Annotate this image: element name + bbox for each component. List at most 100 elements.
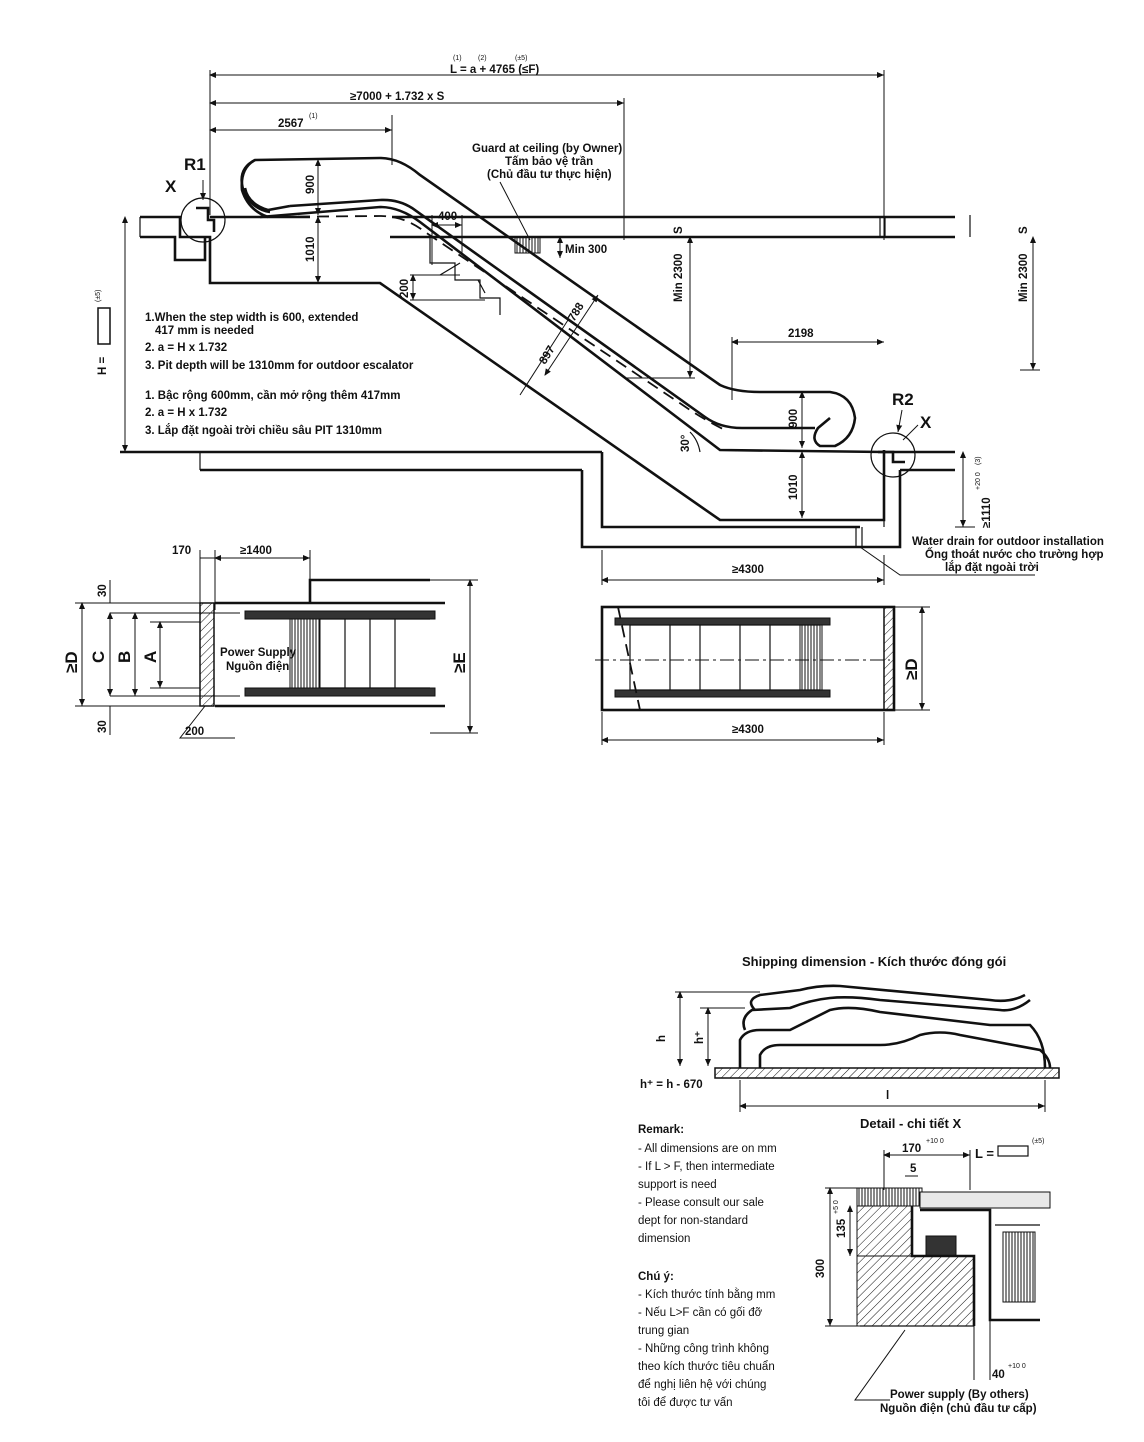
shipping-dimension: Shipping dimension - Kích thước đóng gói… bbox=[640, 954, 1060, 1112]
h-label: H = bbox=[97, 357, 109, 376]
remark-vi-7: tôi để được tư vấn bbox=[638, 1397, 733, 1409]
length-sup-2: (2) bbox=[478, 55, 487, 62]
h-sup: (±5) bbox=[95, 290, 102, 302]
r2-label: R2 bbox=[892, 390, 914, 409]
min-2300-label: Min 2300 bbox=[673, 253, 685, 302]
detail-power-vi: Nguồn điện (chủ đầu tư cấp) bbox=[880, 1403, 1037, 1415]
dim-b: B bbox=[115, 651, 134, 663]
remark-en-6: dimension bbox=[638, 1233, 690, 1245]
remark-en-4: - Please consult our sale bbox=[638, 1197, 764, 1209]
dim-30-top: 30 bbox=[97, 584, 109, 597]
power-supply-en: Power Supply bbox=[220, 647, 297, 659]
pit-tolerance: +20 0 bbox=[975, 472, 982, 490]
shipping-title: Shipping dimension - Kích thước đóng gói bbox=[742, 954, 1006, 969]
note-vi-2: 2. a = H x 1.732 bbox=[145, 407, 227, 419]
dim-788: 788 bbox=[566, 300, 587, 323]
detail-l-sup: (±5) bbox=[1032, 1138, 1044, 1145]
remark-title-vi: Chú ý: bbox=[638, 1271, 674, 1283]
water-drain-vi: Ống thoát nước cho trường hợp bbox=[925, 547, 1104, 561]
x-label-r2: X bbox=[920, 413, 932, 432]
overall-length-formula: L = a + 4765 (≤F) bbox=[450, 64, 539, 76]
dim-1010-upper: 1010 bbox=[305, 236, 317, 262]
detail-40: 40 bbox=[992, 1369, 1005, 1381]
note-vi-3: 3. Lắp đặt ngoài trời chiều sâu PIT 1310… bbox=[145, 424, 382, 437]
pit-length: ≥4300 bbox=[732, 564, 764, 576]
pit-depth: ≥1110 bbox=[981, 497, 993, 528]
detail-5: 5 bbox=[910, 1163, 917, 1175]
pit-sup: (3) bbox=[975, 456, 982, 465]
remark-block: Remark: - All dimensions are on mm - If … bbox=[638, 1124, 777, 1409]
upper-landing-length: 2567 bbox=[278, 118, 304, 130]
remark-vi-2: - Nếu L>F cần có gối đỡ bbox=[638, 1307, 763, 1319]
s-label: S bbox=[673, 226, 685, 234]
remark-en-3: support is need bbox=[638, 1179, 717, 1191]
detail-title: Detail - chi tiết X bbox=[860, 1116, 961, 1131]
elevation-view: L = a + 4765 (≤F) (1) (2) (±5) ≥7000 + 1… bbox=[95, 55, 1104, 585]
remark-en-5: dept for non-standard bbox=[638, 1215, 748, 1227]
dim-1010-lower: 1010 bbox=[788, 474, 800, 500]
r1-label: R1 bbox=[184, 155, 206, 174]
shipping-h: h bbox=[656, 1035, 668, 1042]
remark-vi-3: trung gian bbox=[638, 1325, 689, 1337]
dim-30-bottom: 30 bbox=[97, 720, 109, 733]
remark-en-2: - If L > F, then intermediate bbox=[638, 1161, 775, 1173]
detail-135-tol: +5 0 bbox=[833, 1200, 840, 1214]
detail-40-tol: +10 0 bbox=[1008, 1363, 1026, 1370]
s-label-right: S bbox=[1018, 226, 1030, 234]
dim-1400: ≥1400 bbox=[240, 545, 272, 557]
detail-300: 300 bbox=[815, 1259, 827, 1278]
water-drain-vi-2: lắp đặt ngoài trời bbox=[945, 561, 1039, 574]
dim-900-upper: 900 bbox=[305, 175, 317, 194]
dim-200-plan: 200 bbox=[185, 726, 204, 738]
remark-vi-4: - Những công trình không bbox=[638, 1343, 769, 1355]
dim-d-left: ≥D bbox=[62, 651, 81, 673]
remark-en-1: - All dimensions are on mm bbox=[638, 1143, 777, 1155]
note-en-1b: 417 mm is needed bbox=[155, 325, 254, 337]
power-supply-vi: Nguồn điện bbox=[226, 661, 289, 673]
dim-900-lower: 900 bbox=[788, 409, 800, 428]
detail-135: 135 bbox=[836, 1218, 848, 1238]
remark-title-en: Remark: bbox=[638, 1124, 684, 1136]
shipping-l: l bbox=[886, 1090, 889, 1102]
note-vi-1: 1. Bậc rộng 600mm, cần mở rộng thêm 417m… bbox=[145, 390, 401, 402]
dim-c: C bbox=[89, 651, 108, 663]
note-en-3: 3. Pit depth will be 1310mm for outdoor … bbox=[145, 360, 414, 372]
remark-vi-6: để nghị liên hệ với chúng bbox=[638, 1379, 766, 1391]
detail-power-en: Power supply (By others) bbox=[890, 1389, 1029, 1401]
dim-200: 200 bbox=[399, 279, 411, 298]
remark-vi-5: theo kích thước tiêu chuẩn bbox=[638, 1361, 775, 1373]
dim-400: 400 bbox=[438, 211, 457, 223]
dim-a: A bbox=[141, 651, 160, 663]
incline-angle: 30° bbox=[680, 434, 692, 452]
x-label-r1: X bbox=[165, 177, 177, 196]
note-en-2: 2. a = H x 1.732 bbox=[145, 342, 227, 354]
notes: 1.When the step width is 600, extended 4… bbox=[145, 312, 414, 437]
guard-label-vi-2: (Chủ đầu tư thực hiện) bbox=[487, 169, 612, 181]
detail-x: Detail - chi tiết X 170 +10 0 5 L = (±5)… bbox=[815, 1116, 1051, 1415]
min-2300-right: Min 2300 bbox=[1018, 253, 1030, 302]
length-sup-1: (1) bbox=[453, 55, 462, 62]
remark-vi-1: - Kích thước tính bằng mm bbox=[638, 1288, 775, 1301]
note-en-1: 1.When the step width is 600, extended bbox=[145, 312, 358, 324]
dim-2198: 2198 bbox=[788, 328, 814, 340]
min-300: Min 300 bbox=[565, 244, 607, 256]
length-sup-3: (±5) bbox=[515, 55, 527, 62]
plan-view-left: 170 ≥1400 Power Supply Nguồn điện ≥D C B… bbox=[62, 545, 478, 739]
detail-170: 170 bbox=[902, 1143, 921, 1155]
dim-897: 897 bbox=[537, 344, 557, 367]
dim-170: 170 bbox=[172, 545, 191, 557]
span-formula: ≥7000 + 1.732 x S bbox=[350, 91, 445, 103]
shipping-hplus: h⁺ bbox=[694, 1031, 706, 1044]
dim-e: ≥E bbox=[450, 652, 469, 673]
upper-landing-sup: (1) bbox=[309, 113, 318, 120]
shipping-formula: h⁺ = h - 670 bbox=[640, 1079, 703, 1091]
plan-view-right: ≥4300 ≥D bbox=[595, 605, 930, 745]
plan-right-length: ≥4300 bbox=[732, 724, 764, 736]
guard-label-vi: Tấm bảo vệ trần bbox=[505, 156, 593, 168]
dim-d-right: ≥D bbox=[902, 658, 921, 680]
guard-label-en: Guard at ceiling (by Owner) bbox=[472, 143, 622, 155]
detail-l-label: L = bbox=[975, 1146, 994, 1161]
water-drain-en: Water drain for outdoor installation bbox=[912, 536, 1104, 548]
detail-170-tol: +10 0 bbox=[926, 1138, 944, 1145]
